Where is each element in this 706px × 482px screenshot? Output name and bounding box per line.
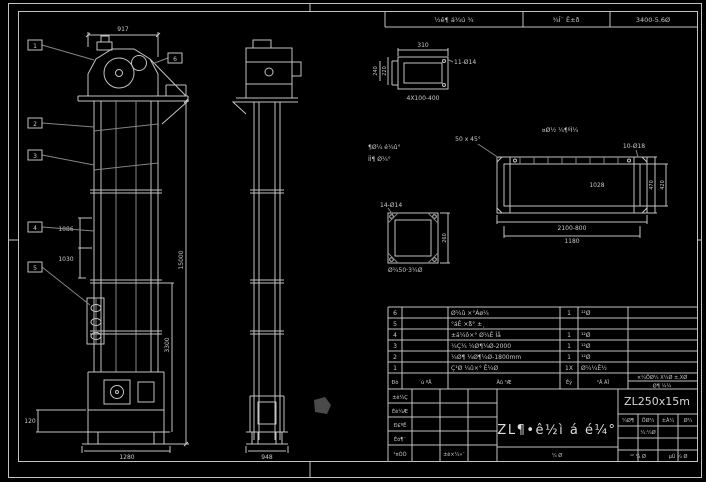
bom-cell-mat: ¹²Ø — [581, 354, 591, 361]
dim-detail-b-height-inner: 420 — [660, 180, 666, 190]
bom-cell-no: 6 — [393, 310, 397, 317]
bom-cell-name: Ç¹Ø ¼û×° Ê¼Ø — [451, 364, 498, 372]
detail-a-note-2: ÍÌ¶ Ø¼° — [368, 156, 391, 163]
bom-cell-no: 2 — [393, 354, 397, 361]
balloon-label: 5 — [33, 265, 37, 272]
dim-detail-b-mid: 1180 — [564, 238, 579, 245]
bom-cell-mat: Ø¼¼Ê½ — [581, 364, 607, 372]
bom-header-mat: ²Ä ÁÏ — [597, 379, 609, 386]
front-view-dimensions: 917 15000 3300 1086 1030 1280 120 — [24, 26, 189, 461]
dim-detail-a-left-inner: 220 — [382, 66, 388, 76]
dim-side-base: 948 — [261, 454, 273, 461]
detail-c-note: Ø¼50·3¼Ø — [388, 267, 423, 274]
bom-cell-name: ¼Ø¶ ¼Ø¶¼Ø-1800mm — [451, 354, 521, 361]
balloon-label: 2 — [33, 121, 37, 128]
title-block-sheets: ¹² ¼ Ø — [630, 453, 646, 460]
bom-cell-qty: 1 — [567, 354, 571, 361]
bom-cell-qty: 1 — [567, 343, 571, 350]
dim-detail-a-pitch: 4X100-400 — [407, 95, 440, 102]
title-block-extra-label: ±ê×¼»¯ — [443, 451, 465, 458]
bom-table: 6 Ø¼û ×°Áø¼ 1 ¹²Ø 5 °áÊ ×ß° ±¸ 4 ±ä¼ô×° … — [387, 306, 698, 462]
title-block-cell: Ø¼ — [684, 417, 693, 424]
balloon-label: 6 — [173, 56, 177, 63]
drawing-model-number: ZL250x15m — [624, 395, 690, 408]
bom-cell-no: 3 — [393, 343, 397, 350]
bom-cell-name: Ø¼û ×°Áø¼ — [451, 310, 489, 317]
balloon-label: 4 — [33, 225, 37, 232]
detail-a-holes-label: 11-Ø14 — [454, 59, 476, 66]
dim-left-upper: 1086 — [58, 226, 73, 233]
detail-b-holes-label: 10-Ø18 — [623, 143, 645, 150]
title-block-row-label: Ð£ºË — [394, 422, 407, 429]
bom-cell-qty: 1 — [567, 332, 571, 339]
title-block-cell: ÖØ¼ — [642, 417, 655, 424]
dim-detail-a-left-outer: 240 — [373, 66, 379, 76]
header-cell-left: ½ê¶ á¼ú ¾ — [434, 16, 474, 24]
bom-cell-qty: 1 — [567, 310, 571, 317]
dim-detail-b-total: 2100-800 — [558, 225, 587, 232]
dim-left-lower: 1030 — [58, 256, 73, 263]
bom-header-note: Ø¶ ¼¼ — [653, 383, 672, 390]
dim-lower-height: 3300 — [164, 337, 171, 352]
title-block-row-label: Éó¶¨ — [394, 435, 406, 443]
header-strip: ½ê¶ á¼ú ¾ ¾Î¨ Ê±ð 3400-5.6Ø — [384, 11, 698, 28]
dim-detail-b-height-outer: 470 — [649, 180, 655, 190]
drawing-title-note: ¼ Ø — [552, 452, 562, 459]
bom-header-weight: ×¼ÖØ¼ X¼Ø ±,XØ — [637, 374, 687, 381]
side-view: 948 — [231, 39, 302, 461]
balloon-label: 3 — [33, 153, 37, 160]
title-block-cell: ±À¼ — [662, 417, 675, 424]
dim-boot-width: 1280 — [119, 454, 134, 461]
bom-header-no: Ðò — [392, 379, 399, 386]
bom-cell-name: °áÊ ×ß° ±¸ — [451, 320, 485, 328]
balloon-label: 1 — [33, 43, 37, 50]
dim-boot-side: 120 — [24, 418, 36, 425]
detail-b-note: ¤Ø½ ¼¶ºÌ¼ — [542, 127, 578, 134]
title-block-scale: ¼:¼Ø — [640, 429, 655, 436]
detail-b-chamfer-note: 50 x 45° — [455, 136, 481, 143]
dim-detail-a-width: 310 — [417, 42, 429, 49]
header-cell-right: 3400-5.6Ø — [636, 16, 670, 24]
title-block-row-label: ±ê¼Ç — [392, 394, 408, 401]
title-block: ±ê¼Ç Éè¼Æ Ð£ºË Éó¶¨ ¹¤ÒÕ ±ê×¼»¯ ZL¶•ê½ì … — [388, 389, 698, 462]
bom-cell-no: 5 — [393, 321, 397, 328]
dim-front-width: 917 — [117, 26, 129, 33]
detail-a-note-1: ¶Ø¼ é¼û° — [368, 144, 401, 151]
title-block-cell: ¼Ø¶ — [622, 417, 634, 424]
bom-cell-qty: 1X — [565, 365, 573, 372]
drawing-title: ZL¶•ê½ì á é¼° — [497, 423, 616, 438]
bom-cell-name: ¼Ç¼ ¼Ø¶¼Ø-2000 — [451, 343, 511, 350]
bom-header-qty: Êý — [566, 378, 572, 386]
stamp-mark — [314, 397, 331, 414]
front-view — [77, 35, 189, 445]
title-block-row-label: ¹¤ÒÕ — [393, 451, 406, 458]
bom-cell-no: 1 — [393, 365, 397, 372]
bom-cell-no: 4 — [393, 332, 397, 339]
detail-c: 14-Ø14 260 Ø¼50·3¼Ø — [380, 202, 450, 274]
bom-cell-mat: ¹²Ø — [581, 332, 591, 339]
sheet-border — [8, 3, 702, 478]
bom-cell-mat: ¹²Ø — [581, 310, 591, 317]
dim-total-height: 15000 — [178, 250, 185, 269]
detail-a: 310 11-Ø14 240 220 4X100-400 ¶Ø¼ é¼û° ÍÌ… — [368, 42, 476, 163]
detail-b: 50 x 45° ¤Ø½ ¼¶ºÌ¼ 10-Ø18 1028 2100-800 … — [455, 127, 668, 245]
bom-header-code: ´ú ºÅ — [418, 379, 432, 386]
dim-detail-c-side: 260 — [442, 233, 448, 243]
title-block-sheet-no: µÚ ¼ Ø — [669, 453, 688, 460]
bom-header-name: Ãû ³Æ — [496, 379, 511, 386]
bom-cell-name: ±ä¼ô×° Ø¼Ê Ìå — [451, 331, 501, 339]
detail-c-holes-label: 14-Ø14 — [380, 202, 402, 209]
balloon-tags: 1 2 3 4 5 6 — [27, 39, 183, 306]
header-cell-mid: ¾Î¨ Ê±ð — [552, 15, 579, 24]
dim-detail-b-inner: 1028 — [589, 182, 604, 189]
bom-cell-mat: ¹²Ø — [581, 343, 591, 350]
title-block-row-label: Éè¼Æ — [392, 407, 408, 415]
